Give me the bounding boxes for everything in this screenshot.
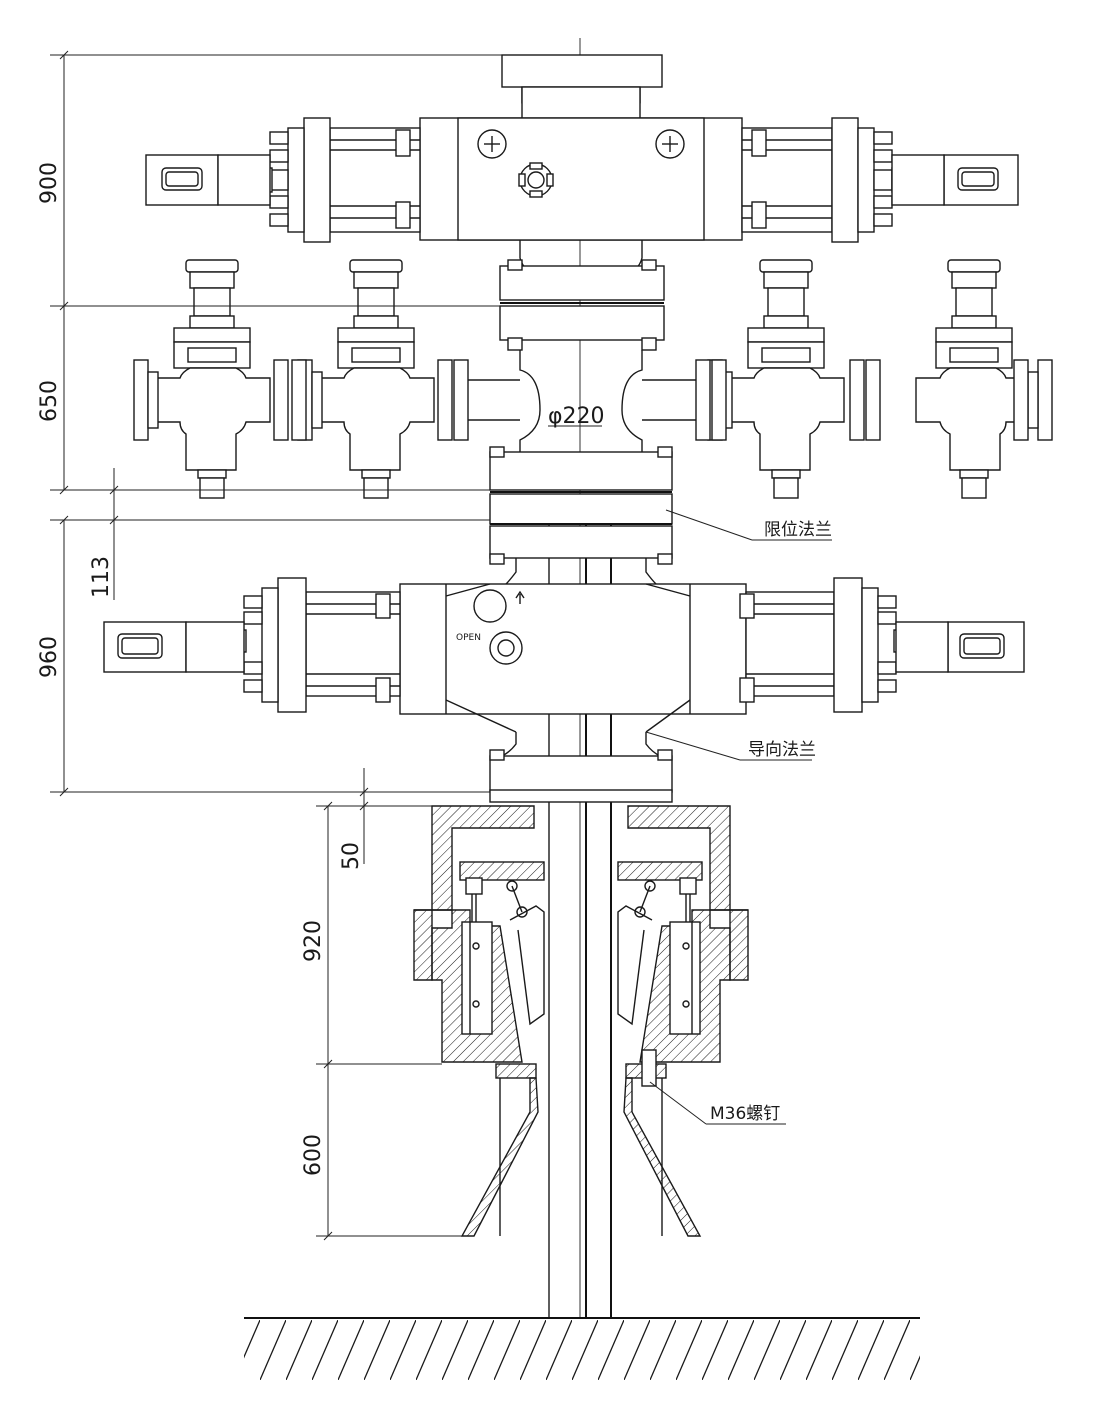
valve-link-flanges [273, 359, 1029, 441]
limit-flange-label: 限位法兰 [764, 520, 832, 540]
spool [468, 350, 696, 452]
guide-flange-label: 导向法兰 [748, 740, 816, 760]
valve-4 [915, 259, 1053, 499]
dim-600: 600 [301, 1134, 326, 1176]
dimension-lines [50, 50, 502, 1241]
ground [244, 1317, 920, 1380]
valve-1 [133, 259, 271, 499]
open-label: OPEN [456, 633, 481, 643]
dim-960: 960 [37, 636, 62, 678]
upper-bop [145, 117, 1019, 243]
dim-920: 920 [301, 920, 326, 962]
dim-113: 113 [89, 556, 114, 598]
middle-flange-pair [499, 259, 665, 351]
diameter-label: φ220 [548, 404, 605, 429]
valve-2 [297, 259, 435, 499]
dim-650: 650 [37, 380, 62, 422]
lower-bop: OPEN [103, 577, 1025, 733]
screw-label: M36螺钉 [710, 1104, 780, 1124]
diverter-housing [413, 805, 749, 1237]
dim-50: 50 [339, 842, 364, 870]
top-flange [501, 54, 663, 120]
dim-900: 900 [37, 162, 62, 204]
guide-flange [489, 732, 673, 803]
limit-flange [489, 446, 673, 585]
valve-3 [707, 259, 845, 499]
